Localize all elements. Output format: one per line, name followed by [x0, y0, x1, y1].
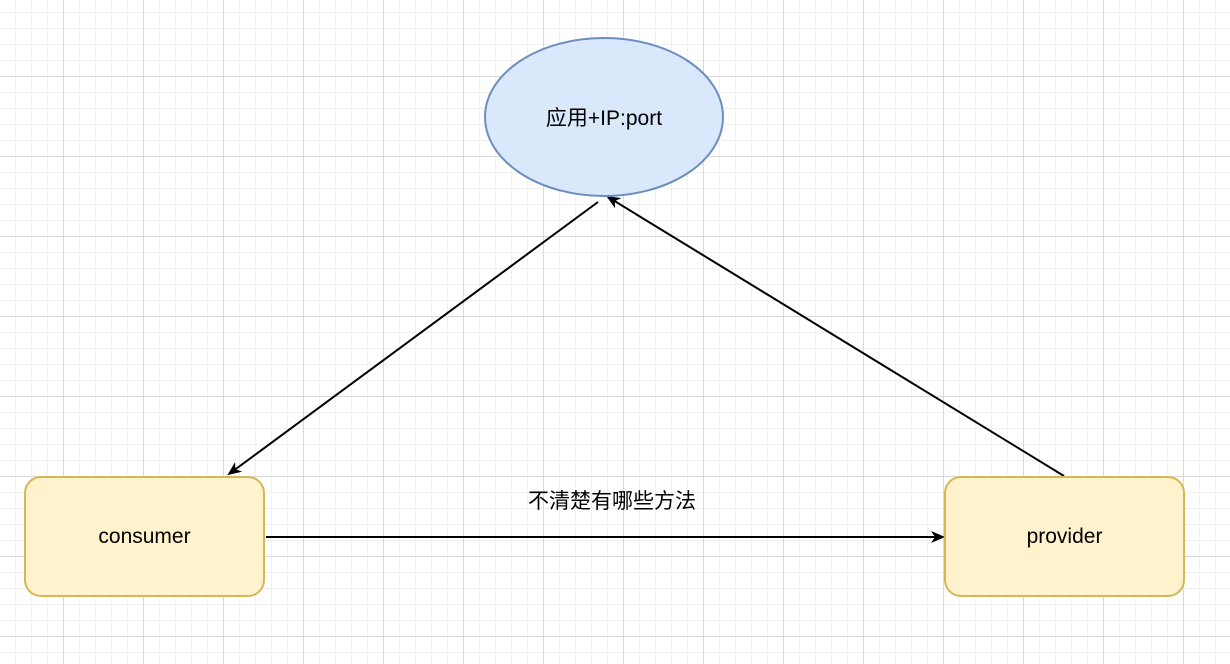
edge-provider-to-registry: [606, 195, 1065, 477]
edge-consumer-to-provider-label: 不清楚有哪些方法: [528, 489, 696, 513]
registry-node-shape[interactable]: [484, 37, 724, 197]
edge-registry-to-consumer: [227, 201, 599, 476]
consumer-node-shape[interactable]: [24, 476, 265, 597]
provider-node-shape[interactable]: [944, 476, 1185, 597]
